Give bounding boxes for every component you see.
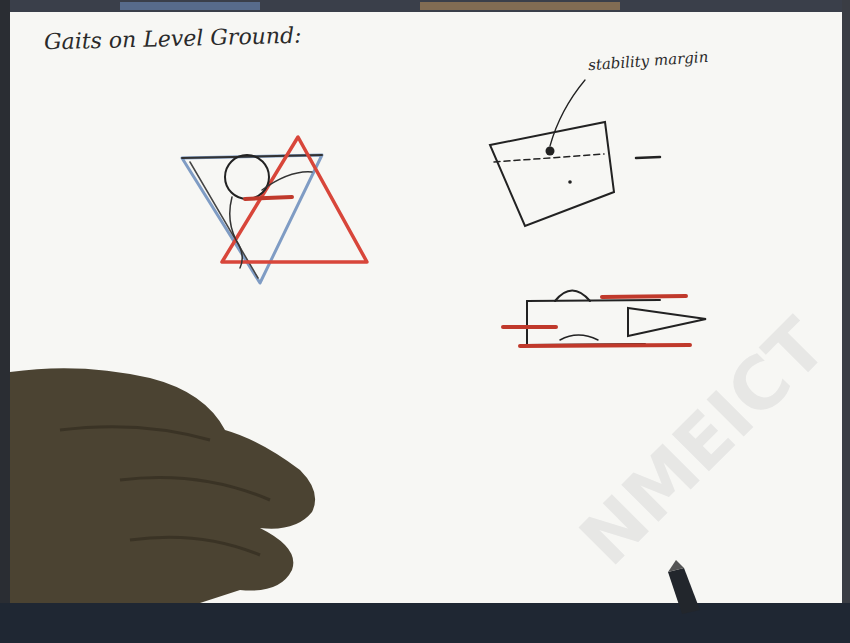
left-edge [0, 0, 10, 643]
top-edge-tint [120, 2, 260, 10]
support-triangles [182, 137, 367, 283]
top-edge-tint [420, 2, 620, 10]
support-square [490, 80, 660, 226]
hand [10, 368, 315, 603]
walker-body [503, 291, 706, 347]
callout-label: stability margin [588, 48, 709, 74]
top-edge [0, 0, 850, 12]
right-edge [842, 0, 850, 643]
pen [668, 560, 700, 614]
handwritten-title: Gaits on Level Ground: [44, 23, 302, 55]
bottom-band [0, 603, 850, 643]
